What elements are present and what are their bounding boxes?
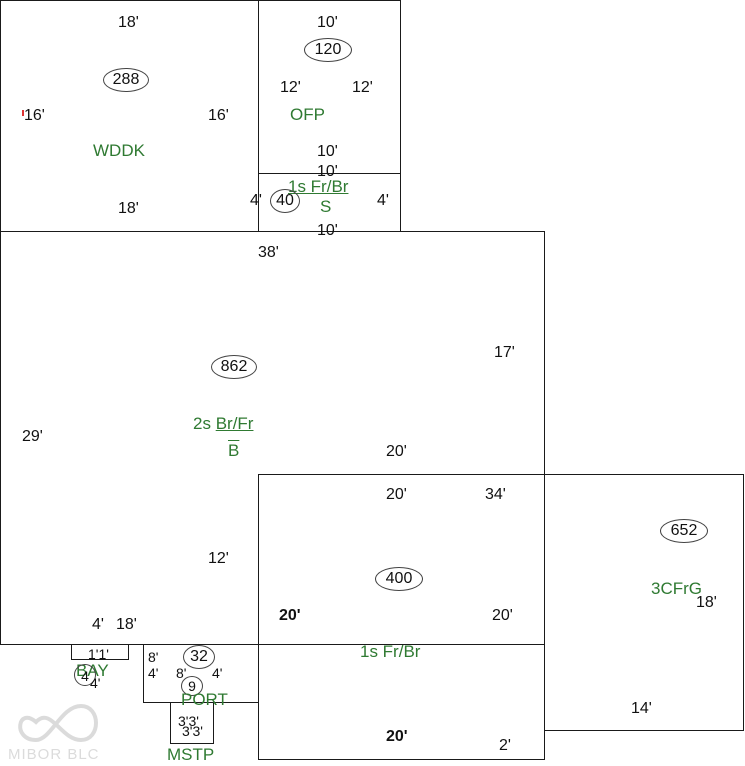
small-section-label: 1s Fr/Br — [288, 178, 348, 196]
garage-label: 3CFrG — [651, 579, 702, 598]
ofp-left-dim: 12' — [280, 79, 301, 96]
small-section-left-dim: 4' — [250, 192, 262, 209]
garage-outline — [544, 474, 744, 731]
main-house-sub-label: B — [228, 441, 240, 460]
small-section-right-dim: 4' — [377, 192, 389, 209]
ofp-top-dim: 10' — [317, 14, 338, 31]
red-tick-mark — [22, 110, 24, 116]
addition-right-dim: 20' — [492, 607, 513, 624]
porch-mid-a: 8' — [176, 665, 187, 681]
main-house-bottom-mid-dim: 18' — [116, 616, 137, 633]
ofp-label: OFP — [290, 105, 325, 124]
wddk-top-dim: 18' — [118, 14, 139, 31]
ofp-right-dim: 12' — [352, 79, 373, 96]
small-section-sub-label: S — [320, 197, 332, 216]
main-house-outline — [0, 231, 545, 645]
porch-mid-b: 4' — [212, 665, 223, 681]
porch-area-badge: 32 — [183, 645, 215, 669]
wddk-right-dim: 16' — [208, 107, 229, 124]
ofp-area-badge: 120 — [304, 38, 352, 62]
main-house-area-badge: 862 — [211, 355, 257, 379]
porch-sub-area-badge: 9 — [181, 676, 203, 696]
main-house-step-dim: 20' — [386, 443, 407, 460]
mstp-dims-bottom: 3'3' — [182, 723, 203, 739]
main-house-label: 2s Br/Fr — [193, 414, 254, 433]
addition-bottom-dim: 20' — [386, 728, 408, 745]
bay-outline — [71, 644, 129, 660]
addition-area-badge: 400 — [375, 567, 423, 591]
watermark-text: MIBOR BLC — [8, 746, 100, 763]
addition-left-dim: 20' — [279, 607, 301, 624]
small-section-top-dim: 10' — [317, 163, 338, 180]
infinity-logo-icon — [18, 703, 98, 743]
main-house-inner-dim: 12' — [208, 550, 229, 567]
main-house-top-dim: 38' — [258, 244, 279, 261]
main-house-bottom-left-dim: 4' — [92, 616, 104, 633]
wddk-left-dim: 16' — [24, 107, 45, 124]
mstp-outline — [170, 702, 214, 744]
small-section-bottom-dim: 10' — [317, 222, 338, 239]
main-house-label-main: Br/Fr — [215, 414, 254, 433]
wddk-area-badge: 288 — [103, 68, 149, 92]
wddk-label: WDDK — [93, 141, 145, 160]
bay-dim-a: 1'1' — [88, 646, 109, 662]
bay-dim-b: 4' — [90, 675, 101, 691]
porch-left-b: 4' — [148, 665, 159, 681]
porch-label: PORT — [181, 690, 228, 709]
addition-top-dim: 20' — [386, 486, 407, 503]
bay-area-badge: 4 — [74, 664, 96, 686]
mstp-label: MSTP — [167, 745, 215, 764]
small-section-label-main: 1s Fr/Br — [288, 177, 349, 196]
garage-area-badge: 652 — [660, 519, 708, 543]
main-house-right-dim: 17' — [494, 344, 515, 361]
mstp-dims-top: 3'3' — [178, 713, 199, 729]
small-section-area-badge: 40 — [270, 189, 300, 213]
main-house-left-dim: 29' — [22, 428, 43, 445]
porch-left-a: 8' — [148, 649, 159, 665]
ofp-bottom-dim: 10' — [317, 143, 338, 160]
garage-right-dim: 18' — [696, 594, 717, 611]
garage-top-dim: 34' — [485, 486, 506, 503]
garage-bottom-dim: 14' — [631, 700, 652, 717]
addition-label: 1s Fr/Br — [360, 642, 421, 661]
addition-corner-dim: 2' — [499, 737, 511, 754]
wddk-bottom-dim: 18' — [118, 200, 139, 217]
mibor-watermark: MIBOR BLC — [6, 700, 126, 766]
